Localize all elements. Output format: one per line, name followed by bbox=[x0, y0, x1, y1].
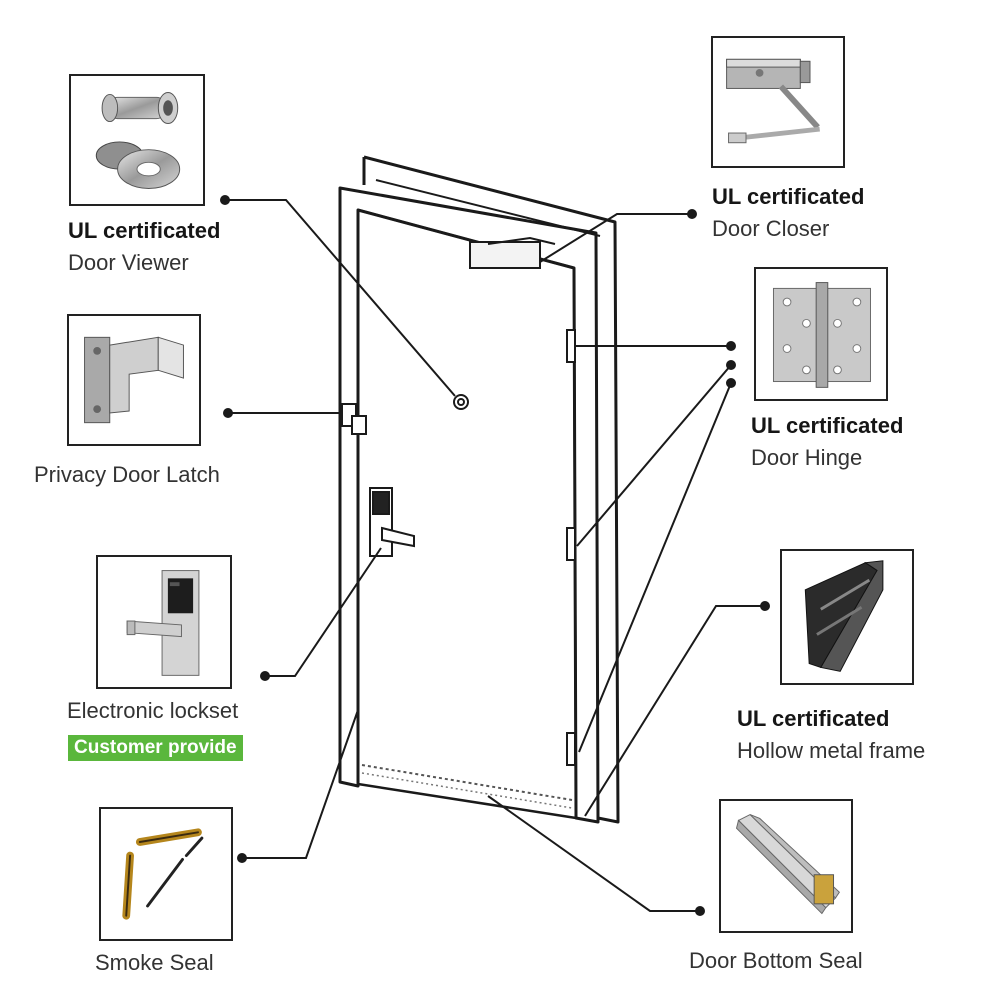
leader-bottom-seal bbox=[487, 795, 700, 912]
door-closer-shape bbox=[469, 236, 556, 269]
bottom-seal-line bbox=[361, 764, 573, 801]
privacy-latch-label: Privacy Door Latch bbox=[34, 462, 220, 488]
dot-lockset bbox=[260, 671, 270, 681]
dot-hinge-3 bbox=[726, 378, 736, 388]
door-viewer-image bbox=[69, 74, 205, 206]
hollow-frame-name: Hollow metal frame bbox=[737, 738, 926, 763]
leader-door-closer bbox=[539, 213, 692, 263]
door-closer-name: Door Closer bbox=[712, 216, 830, 241]
dot-door-viewer bbox=[220, 195, 230, 205]
door-closer-label: UL certificated Door Closer bbox=[712, 184, 864, 242]
smoke-seal-name: Smoke Seal bbox=[95, 950, 214, 975]
leader-door-viewer bbox=[225, 199, 456, 397]
door-viewer-icon bbox=[95, 92, 181, 189]
hollow-frame-icon bbox=[804, 560, 884, 672]
hollow-frame-label: UL certificated Hollow metal frame bbox=[737, 706, 925, 764]
dot-door-closer bbox=[687, 209, 697, 219]
dot-frame bbox=[760, 601, 770, 611]
door-hinge-name: Door Hinge bbox=[751, 445, 863, 470]
dot-bottom-seal bbox=[695, 906, 705, 916]
leader-lockset bbox=[265, 547, 382, 677]
door-viewer-name: Door Viewer bbox=[68, 250, 189, 275]
lockset-name: Electronic lockset bbox=[67, 698, 239, 723]
hollow-frame-image bbox=[780, 549, 914, 685]
frame-outer-back bbox=[363, 155, 620, 824]
door-closer-image bbox=[711, 36, 845, 168]
leader-hinge-2 bbox=[576, 364, 732, 547]
leader-hinge-3 bbox=[578, 382, 732, 753]
privacy-latch-name: Privacy Door Latch bbox=[34, 462, 220, 487]
bottom-seal-label: Door Bottom Seal bbox=[689, 948, 863, 974]
privacy-latch-image bbox=[67, 314, 201, 446]
dot-hinge-1 bbox=[726, 341, 736, 351]
hollow-frame-cert: UL certificated bbox=[737, 706, 890, 731]
door-hinge-label: UL certificated Door Hinge bbox=[751, 413, 903, 471]
door-viewer-shape bbox=[453, 394, 469, 410]
dot-hinge-2 bbox=[726, 360, 736, 370]
privacy-latch-shape bbox=[341, 403, 367, 435]
dot-smoke-seal bbox=[237, 853, 247, 863]
smoke-seal-icon bbox=[122, 828, 204, 920]
door-viewer-cert: UL certificated bbox=[68, 218, 221, 243]
leader-frame bbox=[584, 605, 765, 817]
smoke-seal-label: Smoke Seal bbox=[95, 950, 214, 976]
lockset-label: Electronic lockset bbox=[67, 698, 238, 724]
door-closer-icon bbox=[726, 58, 820, 144]
lockset-icon bbox=[126, 570, 200, 676]
smoke-seal-image bbox=[99, 807, 233, 941]
bottom-seal-icon bbox=[735, 813, 840, 915]
bottom-seal-image bbox=[719, 799, 853, 933]
bottom-seal-line-2 bbox=[361, 772, 573, 809]
door-hinge-image bbox=[754, 267, 888, 401]
dot-privacy-latch bbox=[223, 408, 233, 418]
electronic-lock-shape bbox=[369, 487, 415, 557]
privacy-latch-icon bbox=[84, 336, 184, 424]
door-hinge-icon bbox=[772, 282, 871, 388]
door-closer-cert: UL certificated bbox=[712, 184, 865, 209]
customer-provide-badge: Customer provide bbox=[68, 735, 243, 761]
door-hinge-cert: UL certificated bbox=[751, 413, 904, 438]
bottom-seal-name: Door Bottom Seal bbox=[689, 948, 863, 973]
lockset-image bbox=[96, 555, 232, 689]
door-viewer-label: UL certificated Door Viewer bbox=[68, 218, 220, 276]
frame-rebate bbox=[375, 179, 601, 237]
leader-smoke-seal bbox=[242, 709, 359, 859]
